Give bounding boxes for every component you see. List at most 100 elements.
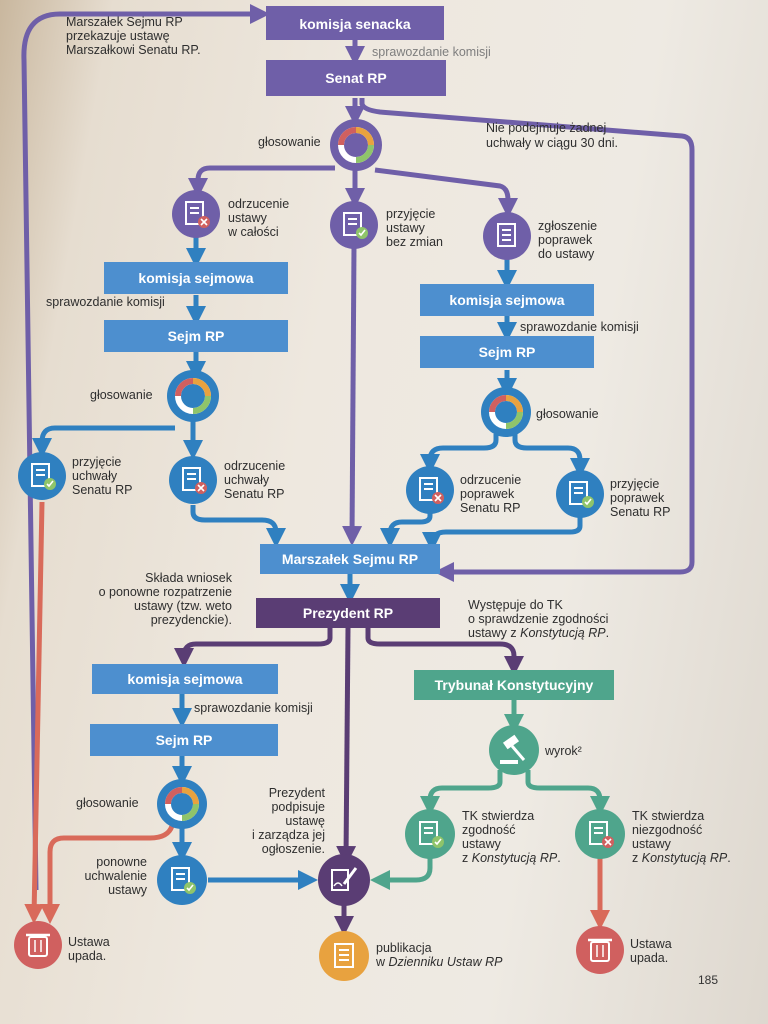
noncompliant-label: TK stwierdza niezgodność ustawy z Konsty… <box>632 809 731 865</box>
svg-text:TK stwierdza: TK stwierdza <box>462 809 534 823</box>
reject-amendments-label: odrzucenie poprawek Senatu RP <box>460 473 521 515</box>
document-noncompliant-icon <box>575 809 625 859</box>
svg-text:niezgodność: niezgodność <box>632 823 702 837</box>
arrow-veto-vote-to-falls <box>40 825 175 924</box>
veto-sejm-label: Sejm RP <box>156 732 213 748</box>
svg-text:Nie podejmuje żadnej: Nie podejmuje żadnej <box>486 121 606 135</box>
svg-text:poprawek: poprawek <box>538 233 593 247</box>
svg-text:ustawy: ustawy <box>386 221 426 235</box>
trash-icon-right <box>576 926 624 974</box>
senate-label: Senat RP <box>325 70 386 86</box>
svg-text:Występuje do TK: Występuje do TK <box>468 598 564 612</box>
arrow-right-reject-to-marshal <box>380 512 433 548</box>
arrow-verdict-to-compliant <box>420 770 503 816</box>
svg-text:ustawy z Konstytucją RP.: ustawy z Konstytucją RP. <box>468 626 609 640</box>
svg-text:Senatu RP: Senatu RP <box>610 505 670 519</box>
svg-text:uchwały w ciągu 30 dni.: uchwały w ciągu 30 dni. <box>486 136 618 150</box>
arrow-vote-to-amend <box>374 167 518 218</box>
svg-text:o sprawdzenie zgodności: o sprawdzenie zgodności <box>468 612 608 626</box>
svg-text:Ustawa: Ustawa <box>68 935 110 949</box>
box-veto-committee: komisja sejmowa <box>92 664 278 694</box>
arrow-vote-to-reject <box>188 165 335 198</box>
svg-text:przekazuje ustawę: przekazuje ustawę <box>66 29 170 43</box>
box-tribunal: Trybunał Konstytucyjny <box>414 670 614 700</box>
svg-text:ustawy (tzw. weto: ustawy (tzw. weto <box>134 599 232 613</box>
arrow-right-vote-to-accept <box>512 434 590 478</box>
box-left-sejm: Sejm RP <box>104 320 288 352</box>
arrow-right-vote-to-reject <box>420 434 499 474</box>
left-vote-label: głosowanie <box>90 388 153 402</box>
svg-text:podpisuje: podpisuje <box>271 800 325 814</box>
arrow-right-accept-to-marshal <box>422 516 583 552</box>
publication-document-icon <box>319 931 369 981</box>
reject-all-label: odrzucenie ustawy w całości <box>227 197 289 239</box>
svg-text:poprawek: poprawek <box>460 487 515 501</box>
accept-resolution-label: przyjęcie uchwały Senatu RP <box>72 455 132 497</box>
svg-text:ustawy: ustawy <box>462 837 502 851</box>
box-veto-sejm: Sejm RP <box>90 724 278 756</box>
document-accept-icon <box>330 201 378 249</box>
document-accept-resolution-icon <box>18 452 66 500</box>
svg-text:poprawek: poprawek <box>610 491 665 505</box>
svg-text:uchwalenie: uchwalenie <box>84 869 147 883</box>
vote-icon-senate <box>330 119 382 171</box>
arrow-left-reject-to-marshal <box>190 505 286 548</box>
signs-note: Prezydent podpisuje ustawę i zarządza je… <box>252 786 325 856</box>
svg-text:Prezydent: Prezydent <box>269 786 326 800</box>
veto-vote-label: głosowanie <box>76 796 139 810</box>
vote-icon-veto <box>157 779 207 829</box>
compliant-label: TK stwierdza zgodność ustawy z Konstytuc… <box>462 809 561 865</box>
svg-text:prezydenckie).: prezydenckie). <box>151 613 232 627</box>
arrow-left-accept-to-falls <box>24 501 45 924</box>
svg-text:przyjęcie: przyjęcie <box>610 477 659 491</box>
vote-icon-left <box>167 370 219 422</box>
vote-icon-right <box>481 387 531 437</box>
document-accept-amendments-icon <box>556 470 604 518</box>
right-report-label: sprawozdanie komisji <box>520 320 639 334</box>
svg-text:przyjęcie: przyjęcie <box>386 207 435 221</box>
svg-text:Marszałkowi Senatu RP.: Marszałkowi Senatu RP. <box>66 43 201 57</box>
svg-text:Ustawa: Ustawa <box>630 937 672 951</box>
svg-text:Składa wniosek: Składa wniosek <box>145 571 233 585</box>
senate-vote-label: głosowanie <box>258 135 321 149</box>
tk-request-note: Występuje do TK o sprawdzenie zgodności … <box>468 598 609 640</box>
box-president: Prezydent RP <box>256 598 440 628</box>
right-committee-label: komisja sejmowa <box>449 292 564 308</box>
box-senate: Senat RP <box>266 60 446 96</box>
box-right-committee: komisja sejmowa <box>420 284 594 316</box>
falls-right-label: Ustawa upada. <box>630 937 672 965</box>
svg-text:upada.: upada. <box>630 951 668 965</box>
box-left-committee: komisja sejmowa <box>104 262 288 294</box>
svg-text:ustawy: ustawy <box>228 211 268 225</box>
arrow-verdict-to-noncompliant <box>525 770 610 816</box>
svg-text:w Dzienniku Ustaw RP: w Dzienniku Ustaw RP <box>375 955 503 969</box>
veto-note: Składa wniosek o ponowne rozpatrzenie us… <box>99 571 233 627</box>
svg-text:Marszałek Sejmu RP: Marszałek Sejmu RP <box>66 15 183 29</box>
svg-text:Senatu RP: Senatu RP <box>72 483 132 497</box>
box-right-sejm: Sejm RP <box>420 336 594 368</box>
left-report-label: sprawozdanie komisji <box>46 295 165 309</box>
arrow-no-resolution <box>359 98 695 582</box>
svg-text:o ponowne rozpatrzenie: o ponowne rozpatrzenie <box>99 585 232 599</box>
svg-text:zgodność: zgodność <box>462 823 516 837</box>
publication-label: publikacja w Dzienniku Ustaw RP <box>375 941 503 969</box>
veto-report-label: sprawozdanie komisji <box>194 701 313 715</box>
arrow-left-vote-to-accept <box>32 425 175 458</box>
accept-unchanged-label: przyjęcie ustawy bez zmian <box>386 207 443 249</box>
box-senate-committee: komisja senacka <box>266 6 444 40</box>
right-vote-label: głosowanie <box>536 407 599 421</box>
svg-text:z Konstytucją RP.: z Konstytucją RP. <box>462 851 561 865</box>
document-repass-icon <box>157 855 207 905</box>
repass-label: ponowne uchwalenie ustawy <box>84 855 147 897</box>
svg-text:ogłoszenie.: ogłoszenie. <box>262 842 325 856</box>
falls-left-label: Ustawa upada. <box>68 935 110 963</box>
svg-text:ponowne: ponowne <box>96 855 147 869</box>
arrow-president-to-veto <box>174 628 333 668</box>
document-reject-amendments-icon <box>406 466 454 514</box>
svg-text:odrzucenie: odrzucenie <box>228 197 289 211</box>
svg-text:do ustawy: do ustawy <box>538 247 595 261</box>
svg-text:uchwały: uchwały <box>72 469 118 483</box>
svg-text:i zarządza jej: i zarządza jej <box>252 828 325 842</box>
transfer-note: Marszałek Sejmu RP przekazuje ustawę Mar… <box>66 15 201 57</box>
